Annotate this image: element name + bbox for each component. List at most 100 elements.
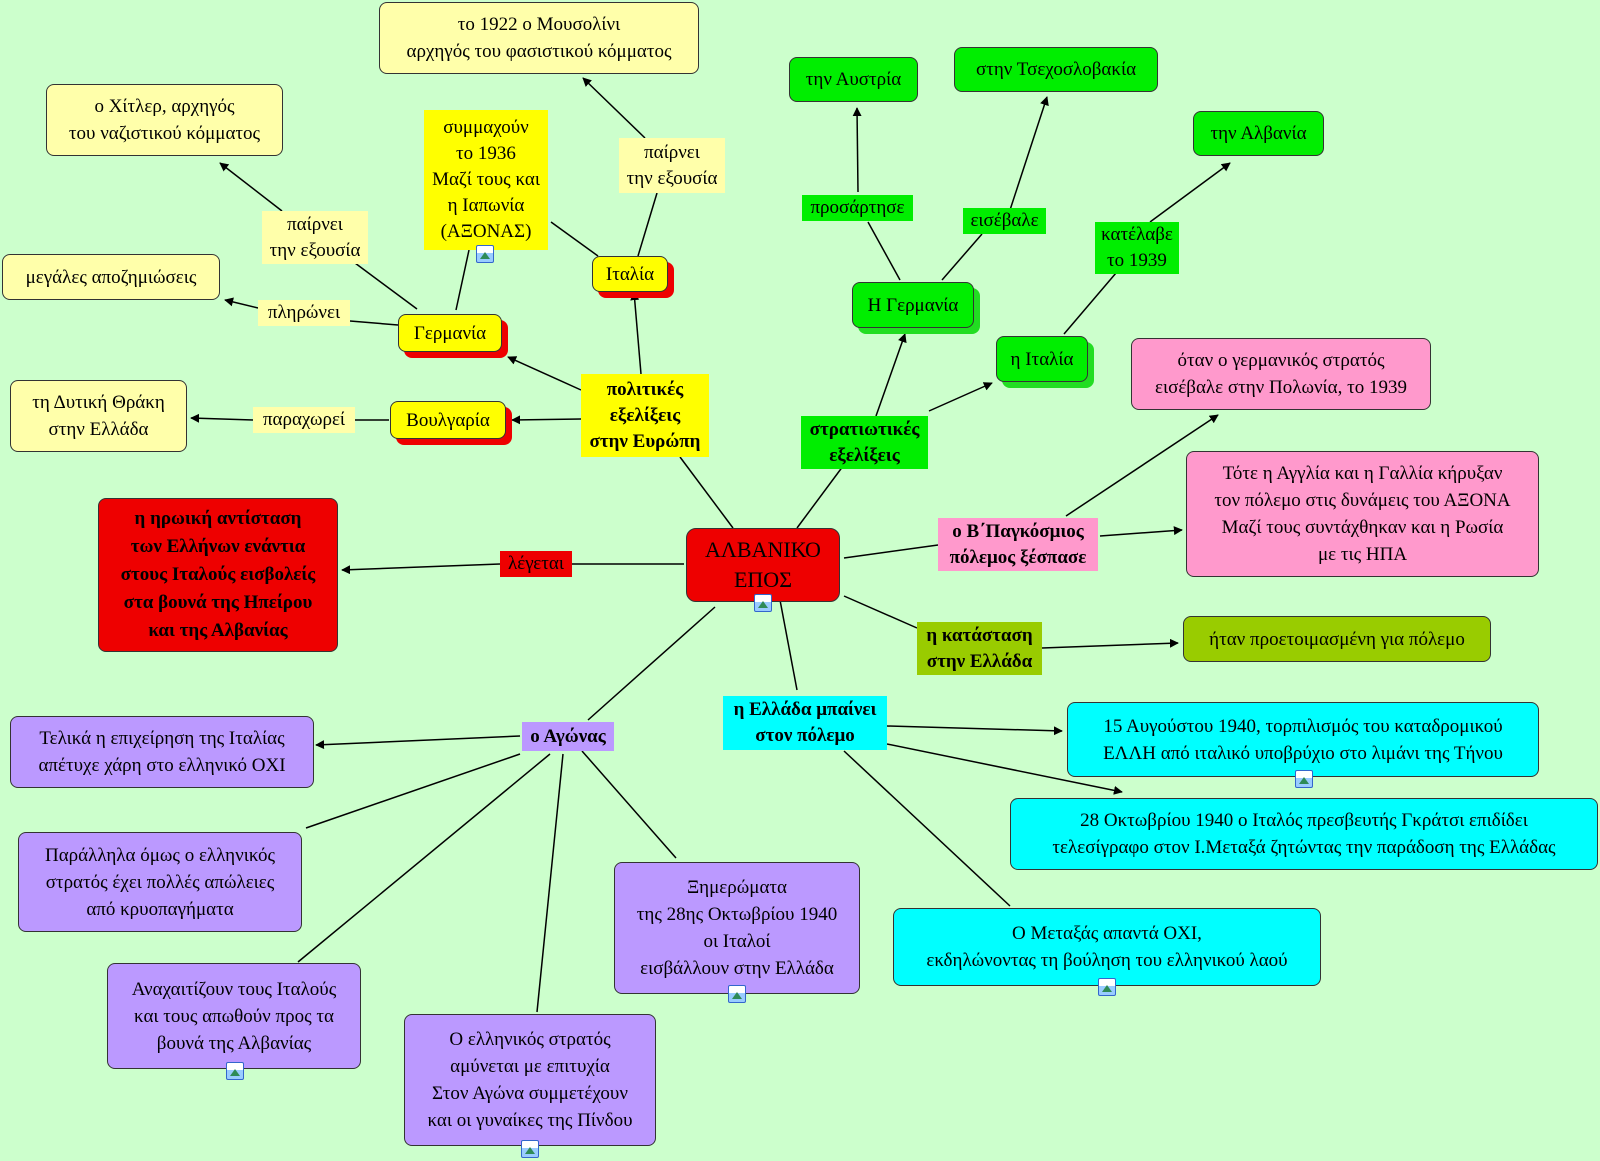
node-successful-defense[interactable]: Ο ελληνικός στρατός αμύνεται με επιτυχία… [404, 1014, 656, 1146]
node-germany-label: Γερμανία [413, 322, 487, 344]
node-germany-military-label: Η Γερμανία [867, 294, 959, 316]
link-struggle-halt [297, 753, 551, 963]
node-losses-line: στρατός έχει πολλές απώλειες [45, 871, 275, 893]
link-politics-bulgaria [511, 415, 582, 425]
node-germany-military[interactable]: Η Γερμανία [852, 282, 974, 328]
node-hitler[interactable]: ο Χίτλερ, αρχηγός του ναζιστικού κόμματο… [46, 84, 283, 156]
node-mussolini-line: αρχηγός του φασιστικού κόμματος [406, 41, 672, 62]
node-grazzi-line: 28 Οκτωβρίου 1940 ο Ιταλός πρεσβευτής Γκ… [1080, 810, 1528, 831]
image-attachment-icon[interactable] [476, 245, 494, 263]
node-poland-line: εισέβαλε στην Πολωνία, το 1939 [1154, 377, 1407, 398]
link-label-line: πληρώνει [267, 302, 341, 323]
image-attachment-icon[interactable] [754, 594, 772, 612]
military-heading[interactable]: στρατιωτικές εξελίξεις [801, 416, 928, 469]
link-label-line: εισέβαλε [970, 210, 1039, 231]
node-axis-line: Μαζί τους και [432, 169, 540, 190]
node-resistance-line: και της Αλβανίας [148, 620, 288, 641]
node-heroic-resistance[interactable]: η ηρωική αντίσταση των Ελλήνων ενάντια σ… [98, 498, 338, 652]
link-label-occupied: κατέλαβε το 1939 [1095, 222, 1179, 274]
node-invasion-line: Ξημερώματα [686, 877, 788, 898]
node-metaxas-no[interactable]: Ο Μεταξάς απαντά ΟΧΙ, εκδηλώνοντας τη βο… [893, 908, 1321, 986]
node-operation-failed[interactable]: Τελικά η επιχείρηση της Ιταλίας απέτυχε … [10, 716, 314, 788]
image-attachment-icon[interactable] [728, 985, 746, 1003]
link-germany-label [354, 262, 418, 310]
link-center-ww2 [843, 544, 939, 559]
link-invade-czech [1009, 96, 1049, 211]
image-attachment-icon[interactable] [1295, 770, 1313, 788]
node-repel-italians[interactable]: Αναχαιτίζουν τους Ιταλούς και τους απωθο… [107, 963, 361, 1069]
military-heading-line: εξελίξεις [829, 444, 900, 466]
link-label-is-called: λέγεται [500, 551, 572, 577]
node-mussolini[interactable]: το 1922 ο Μουσολίνι αρχηγός του φασιστικ… [379, 2, 699, 74]
node-axis-alliance[interactable]: συμμαχούν το 1936 Μαζί τους και η Ιαπωνί… [424, 110, 548, 250]
node-italian-invasion[interactable]: Ξημερώματα της 28ης Οκτωβρίου 1940 οι Ιτ… [614, 862, 860, 994]
node-failed-line: Τελικά η επιχείρηση της Ιταλίας [39, 728, 285, 749]
node-failed-line: απέτυχε χάρη στο ελληνικό ΟΧΙ [38, 755, 286, 776]
link-struggle-failed [315, 735, 521, 750]
link-military-germany [875, 333, 907, 417]
link-axis-italy [550, 221, 599, 257]
node-defense-line: Στον Αγώνα συμμετέχουν [432, 1083, 628, 1104]
node-frostbite-losses[interactable]: Παράλληλα όμως ο ελληνικός στρατός έχει … [18, 832, 302, 932]
node-czechoslovakia[interactable]: στην Τσεχοσλοβακία [954, 47, 1158, 92]
link-military-italy [928, 382, 993, 412]
node-czech-label: στην Τσεχοσλοβακία [975, 59, 1137, 80]
image-attachment-icon[interactable] [1098, 978, 1116, 996]
node-defense-line: αμύνεται με επιτυχία [450, 1056, 610, 1077]
node-poland-line: όταν ο γερμανικός στρατός [1177, 350, 1385, 371]
node-prepared-for-war[interactable]: ήταν προετοιμασμένη για πόλεμο [1183, 616, 1491, 662]
link-germany-axis [455, 249, 470, 311]
node-axis-line: το 1936 [456, 143, 516, 164]
link-label-line: παίρνει [644, 141, 700, 163]
node-germany[interactable]: Γερμανία [398, 314, 502, 352]
node-axis-line: (ΑΞΟΝΑΣ) [440, 221, 532, 242]
link-center-struggle [587, 606, 716, 721]
link-label-line: λέγεται [508, 553, 564, 574]
node-reparations-label: μεγάλες αποζημιώσεις [25, 266, 197, 288]
node-repel-line: και τους απωθούν προς τα [134, 1005, 334, 1027]
link-center-warentry [779, 599, 798, 691]
war-entry-heading[interactable]: η Ελλάδα μπαίνει στον πόλεμο [723, 696, 887, 750]
node-elli-torpedo[interactable]: 15 Αυγούστου 1940, τορπιλισμός του καταδ… [1067, 702, 1539, 777]
ww2-heading-line: ο Β΄Παγκόσμιος [952, 520, 1084, 542]
link-label-line: προσάρτησε [810, 197, 905, 218]
node-austria-label: την Αυστρία [805, 69, 902, 90]
node-war-declared[interactable]: Τότε η Αγγλία και η Γαλλία κήρυξαν τον π… [1186, 451, 1539, 577]
node-reparations[interactable]: μεγάλες αποζημιώσεις [2, 254, 220, 300]
link-struggle-losses [305, 753, 521, 829]
node-italy-military[interactable]: η Ιταλία [996, 336, 1088, 382]
link-annex-austria [852, 107, 862, 193]
link-italy-mussolini [582, 77, 646, 139]
node-war-declared-line: τον πόλεμο στις δυνάμεις του ΑΞΟΝΑ [1214, 490, 1511, 511]
greece-state-heading[interactable]: η κατάσταση στην Ελλάδα [917, 622, 1042, 675]
ww2-heading[interactable]: ο Β΄Παγκόσμιος πόλεμος ξέσπασε [938, 518, 1098, 571]
node-poland-invasion[interactable]: όταν ο γερμανικός στρατός εισέβαλε στην … [1131, 338, 1431, 410]
node-bulgaria[interactable]: Βουλγαρία [390, 401, 506, 439]
node-invasion-line: της 28ης Οκτωβρίου 1940 [636, 904, 838, 925]
node-war-declared-line: Τότε η Αγγλία και η Γαλλία κήρυξαν [1222, 463, 1503, 484]
link-bulgaria-thrace [190, 413, 254, 423]
node-austria[interactable]: την Αυστρία [789, 57, 918, 102]
central-node-albanian-epic[interactable]: ΑΛΒΑΝΙΚΟ ΕΠΟΣ [686, 528, 840, 602]
central-node-line: ΑΛΒΑΝΙΚΟ [705, 537, 821, 562]
link-warentry-elli [886, 725, 1063, 736]
node-albania-label: την Αλβανία [1210, 123, 1307, 144]
node-western-thrace[interactable]: τη Δυτική Θράκη στην Ελλάδα [10, 380, 187, 452]
struggle-heading[interactable]: ο Αγώνας [522, 722, 614, 751]
link-center-state [843, 595, 918, 629]
node-elli-line: ΕΛΛΗ από ιταλικό υποβρύχιο στο λιμάνι τη… [1103, 742, 1503, 764]
politics-heading[interactable]: πολιτικές εξελίξεις στην Ευρώπη [581, 374, 709, 457]
node-italy[interactable]: Ιταλία [592, 256, 668, 292]
link-label-line: την εξουσία [626, 167, 718, 189]
link-italy-occupylabel [1063, 272, 1117, 335]
link-label-annexed: προσάρτησε [802, 195, 913, 221]
image-attachment-icon[interactable] [521, 1140, 539, 1158]
node-prepared-label: ήταν προετοιμασμένη για πόλεμο [1209, 628, 1465, 650]
node-losses-line: από κρυοπαγήματα [86, 898, 234, 920]
link-label-italy-takes-power: παίρνει την εξουσία [619, 138, 725, 193]
node-grazzi-ultimatum[interactable]: 28 Οκτωβρίου 1940 ο Ιταλός πρεσβευτής Γκ… [1010, 798, 1598, 870]
image-attachment-icon[interactable] [226, 1062, 244, 1080]
node-resistance-line: των Ελλήνων ενάντια [130, 536, 306, 557]
node-repel-line: βουνά της Αλβανίας [156, 1032, 312, 1054]
node-albania[interactable]: την Αλβανία [1193, 111, 1324, 156]
